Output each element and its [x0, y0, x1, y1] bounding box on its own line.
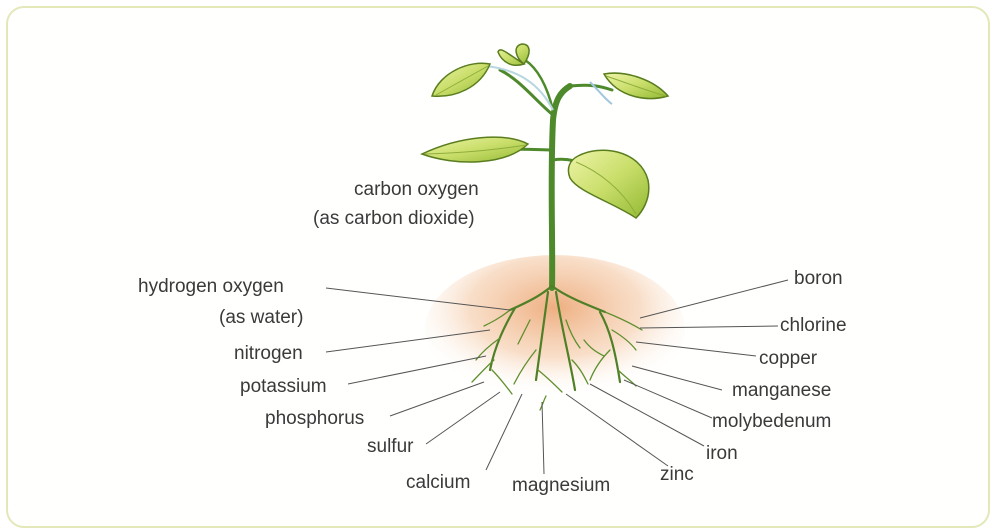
- leaf-middle-left: [422, 137, 528, 162]
- label-calcium: calcium: [406, 472, 470, 493]
- label-molybedenum: molybedenum: [712, 411, 831, 432]
- shoot-label-line2: (as carbon dioxide): [313, 208, 475, 229]
- label-nitrogen: nitrogen: [234, 343, 303, 364]
- label-as-water: (as water): [219, 307, 303, 328]
- shoot-label-line1: carbon oxygen: [354, 179, 479, 200]
- label-manganese: manganese: [732, 380, 831, 401]
- label-chlorine: chlorine: [780, 315, 847, 336]
- label-zinc: zinc: [660, 464, 694, 485]
- label-hydrogen-oxygen: hydrogen oxygen: [138, 276, 284, 297]
- label-iron: iron: [706, 443, 738, 464]
- leaf-top-left: [432, 63, 490, 96]
- label-sulfur: sulfur: [367, 436, 414, 457]
- label-copper: copper: [759, 348, 818, 369]
- leaf-top-center: [498, 44, 529, 65]
- label-boron: boron: [794, 268, 843, 289]
- label-potassium: potassium: [240, 376, 327, 397]
- label-magnesium: magnesium: [512, 475, 610, 496]
- label-phosphorus: phosphorus: [265, 408, 364, 429]
- leaf-middle-right: [568, 150, 648, 218]
- leaf-upper-right: [604, 73, 668, 98]
